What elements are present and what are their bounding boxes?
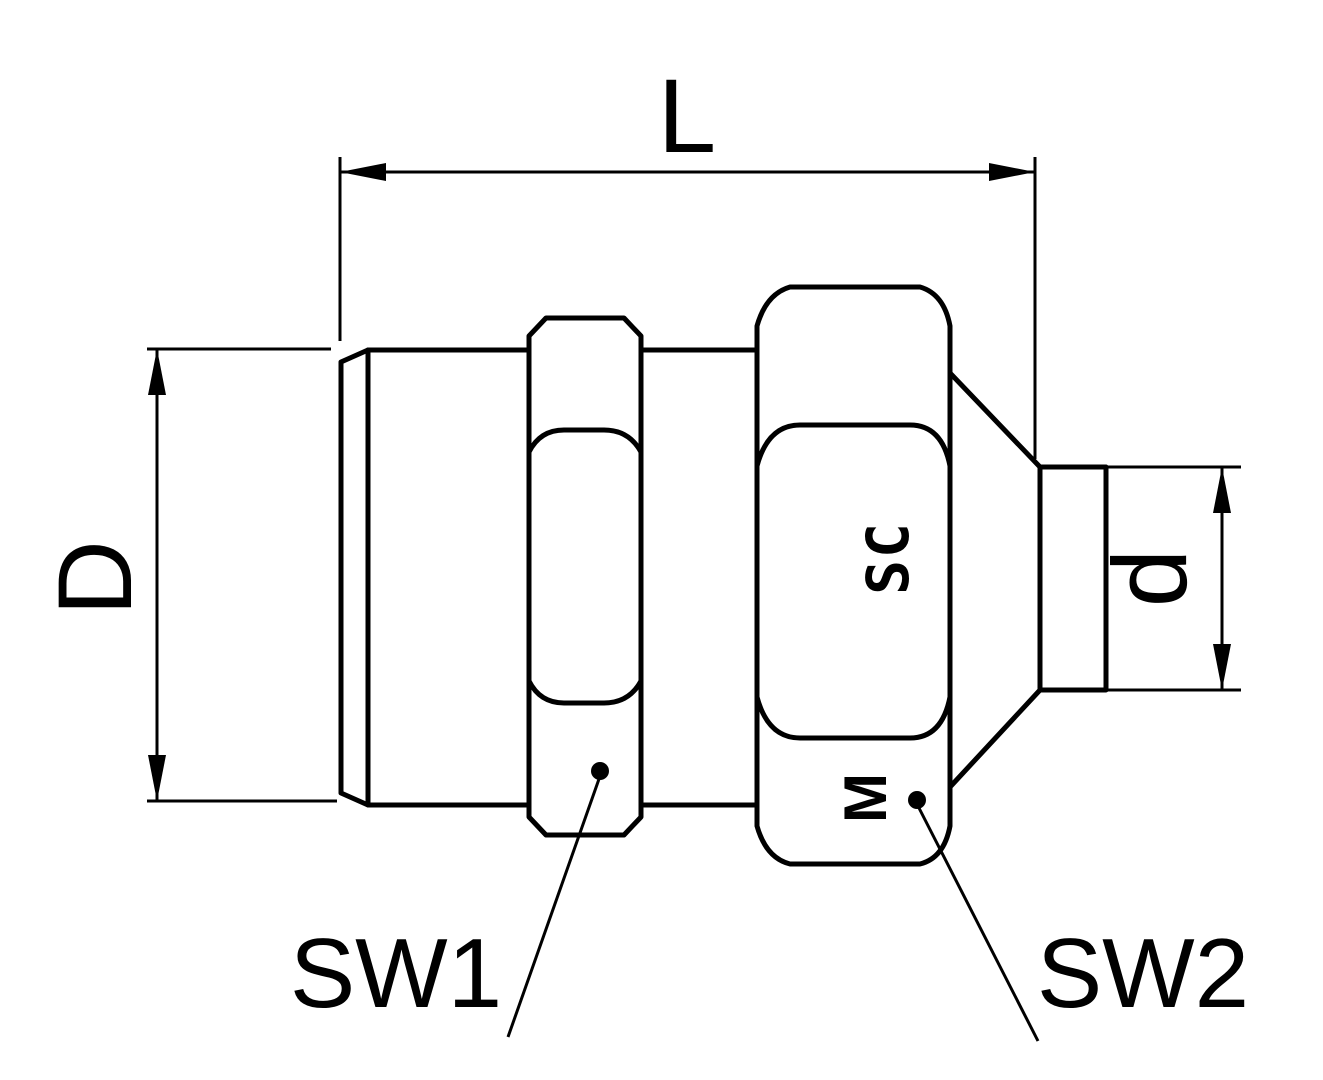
arrowhead-d-bottom bbox=[1213, 644, 1231, 690]
dimension-D-label: D bbox=[37, 540, 154, 616]
hex-nut-2-silhouette bbox=[754, 284, 953, 867]
sc-logo: SC bbox=[854, 521, 922, 595]
hex-nut-1-facet-bottom bbox=[526, 678, 644, 706]
dimension-L-label: L bbox=[658, 58, 716, 175]
sw2-reference-dot bbox=[908, 791, 926, 809]
callout-SW1: SW1 bbox=[290, 762, 609, 1038]
arrowhead-L-left bbox=[340, 163, 386, 181]
sw1-reference-dot bbox=[591, 762, 609, 780]
arrowhead-L-right bbox=[989, 163, 1035, 181]
hex-nut-1-facet-top bbox=[526, 427, 644, 455]
arrowhead-d-top bbox=[1213, 467, 1231, 513]
dimension-D: D bbox=[37, 347, 337, 803]
hex-nut-2-facet-top bbox=[754, 422, 953, 469]
size-mark-m: M bbox=[832, 773, 899, 823]
arrowhead-D-bottom bbox=[148, 755, 166, 801]
sw1-label: SW1 bbox=[290, 918, 502, 1028]
male-thread-chamfer bbox=[338, 347, 371, 808]
cone-top-edge bbox=[947, 370, 1043, 470]
arrowhead-D-top bbox=[148, 349, 166, 395]
cone-bottom-edge bbox=[947, 687, 1043, 790]
hex-nut-2-facet-bottom bbox=[754, 694, 953, 741]
dimension-d-label: d bbox=[1092, 549, 1209, 607]
sw2-leader-line bbox=[917, 807, 1040, 1042]
callout-SW2: SW2 bbox=[908, 791, 1249, 1042]
sw1-leader-line bbox=[506, 778, 601, 1038]
dimension-L: L bbox=[338, 58, 1037, 459]
male-thread-body bbox=[365, 347, 532, 808]
sw2-label: SW2 bbox=[1037, 918, 1249, 1028]
fitting-body bbox=[338, 284, 1109, 867]
dimension-d: d bbox=[1092, 465, 1241, 692]
hex-nut-1-silhouette bbox=[526, 315, 644, 838]
